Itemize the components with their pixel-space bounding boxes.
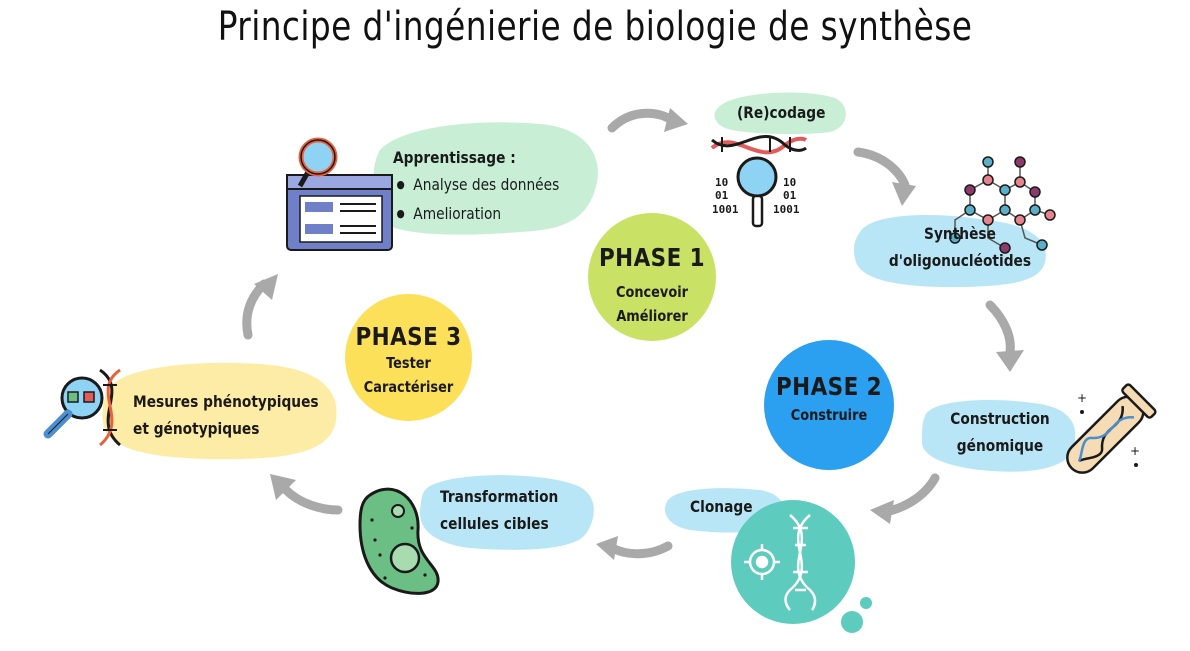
clonage-label: Clonage [690,497,753,516]
svg-text:10: 10 [783,176,796,189]
phase-3-title: PHASE 3 [355,322,462,351]
arrow-7 [242,279,269,340]
phase-2-circle: PHASE 2 Construire [764,340,894,470]
dna-magnifier-icon: 10 01 1001 10 01 1001 [710,135,808,228]
dna-search-icon [43,368,121,447]
apprentissage-list: Analyse des données Amelioration [396,171,559,229]
cell-icon [358,487,440,595]
synthese-line2: d'oligonucléotides [888,251,1032,270]
phase-3-line2: Caractériser [363,378,454,396]
apprentissage-label: Apprentissage : Analyse des données Amel… [393,144,559,229]
phase-1-line2: Améliorer [616,307,688,325]
arrow-5 [607,541,673,559]
molecule-icon [949,156,1056,254]
phase-2-title: PHASE 2 [775,372,883,401]
mesures-label: Mesures phénotypiques et génotypiques [133,388,319,442]
transformation-line2: cellules cibles [440,514,549,533]
svg-text:01: 01 [783,189,797,202]
arrow-1 [607,108,677,133]
test-tube-dna-icon [1066,383,1157,474]
arrow-3 [985,300,1015,357]
recodage-label: (Re)codage [737,103,826,122]
clonage-circle [731,500,855,624]
phase-1-circle: PHASE 1 Concevoir Améliorer [588,213,716,341]
arrow-6 [281,485,343,515]
apprentissage-title: Apprentissage : [393,148,516,167]
page-title: Principe d'ingénierie de biologie de syn… [217,4,973,50]
browser-window-icon [286,137,393,251]
recodage-blob [714,92,846,135]
dna-virus-icon [744,514,817,611]
synthese-blob [853,215,1046,288]
mesures-blob [102,362,337,460]
svg-text:10: 10 [715,176,728,189]
phase-3-circle: PHASE 3 Tester Caractériser [345,294,472,421]
synthese-label: Synthèse d'oligonucléotides [883,220,1038,274]
phase-2-line1: Construire [790,406,868,424]
mesures-line1: Mesures phénotypiques [133,392,319,411]
construction-line1: Construction [950,409,1050,428]
svg-text:1001: 1001 [773,203,800,216]
mesures-line2: et génotypiques [133,419,260,438]
construction-blob [921,400,1076,472]
svg-text:1001: 1001 [712,203,739,216]
transformation-label: Transformation cellules cibles [440,483,558,537]
apprentissage-item: Amelioration [396,200,559,229]
synthese-line1: Synthèse [924,224,996,243]
phase-3-line1: Tester [386,354,431,372]
construction-line2: génomique [956,436,1044,455]
svg-text:+: + [1130,444,1140,458]
transformation-line1: Transformation [440,487,559,506]
construction-label: Construction génomique [940,405,1060,459]
svg-text:01: 01 [715,189,729,202]
phase-1-line1: Concevoir [616,283,688,301]
transformation-blob [419,475,594,550]
apprentissage-item: Analyse des données [396,171,559,200]
svg-text:+: + [1077,391,1087,405]
arrow-2 [853,147,910,190]
phase-1-title: PHASE 1 [598,243,706,272]
